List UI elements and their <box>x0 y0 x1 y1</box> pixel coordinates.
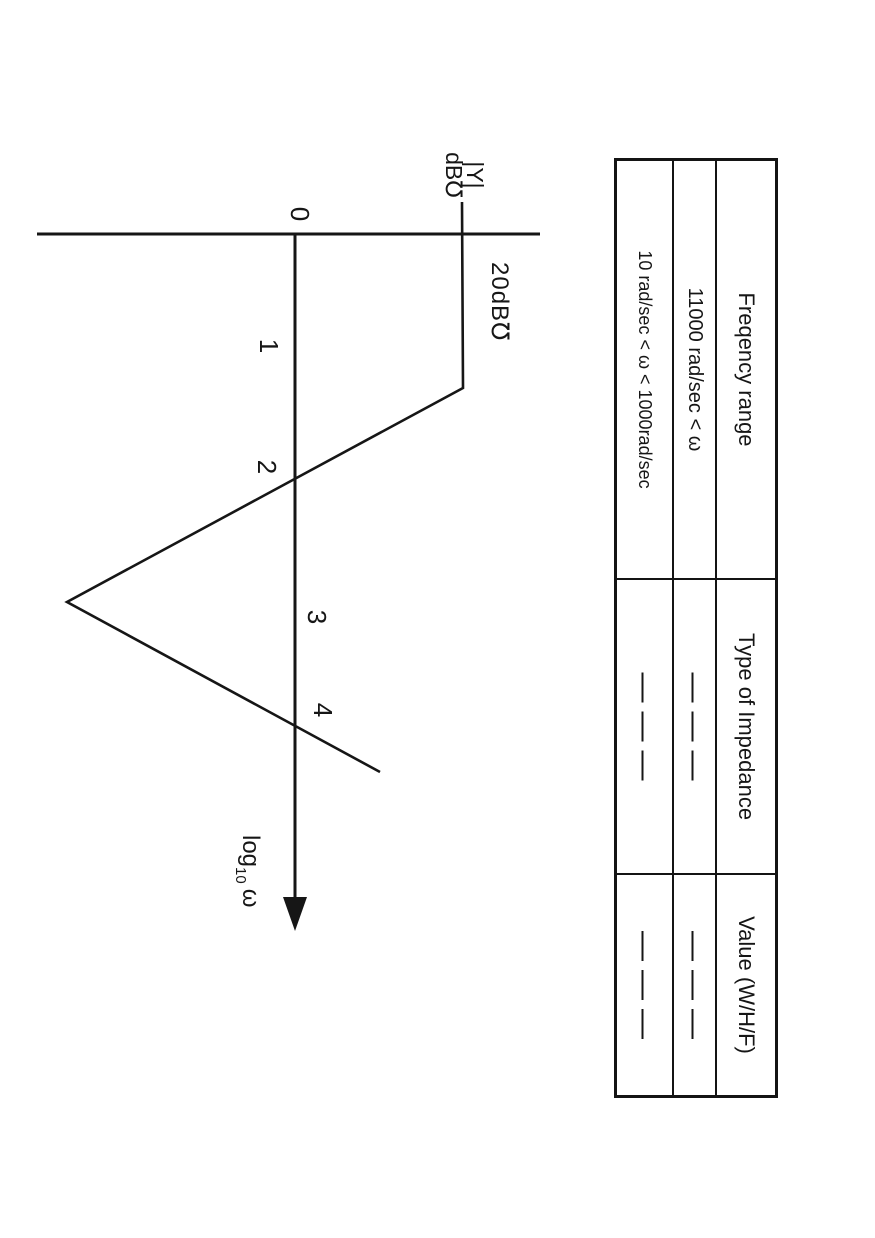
x-axis-label: log10 ω <box>232 835 264 907</box>
magnitude-curve <box>64 201 465 774</box>
x-tick-4: 4 <box>308 702 338 718</box>
y-axis-label-line1: |Y| <box>462 161 488 189</box>
header-value-units: Value (W/H/F) <box>717 873 775 1095</box>
header-type-of-impedance: Type of Impedance <box>717 578 775 873</box>
x-tick-3: 3 <box>302 609 332 625</box>
gain-level-label: 20dB℧ <box>486 262 513 342</box>
x-axis-arrowhead <box>283 897 307 931</box>
origin-tick-label: 0 <box>285 206 315 222</box>
row1-value-blank: ——— <box>674 873 717 1095</box>
y-axis-label: |Y| dB℧ <box>441 144 488 206</box>
answer-table: Freqency range Type of Impedance Value (… <box>614 158 778 1098</box>
row2-frequency-range: 10 rad/sec < ω < 1000rad/sec <box>617 161 674 578</box>
x-tick-2: 2 <box>252 459 282 475</box>
x-axis-label-omega: ω <box>237 888 264 908</box>
x-tick-1: 1 <box>254 338 284 354</box>
y-axis-label-line2: dB℧ <box>441 152 467 198</box>
row1-frequency-range: 11000 rad/sec < ω <box>674 161 717 578</box>
row2-value-blank: ——— <box>617 873 674 1095</box>
row2-impedance-blank: ——— <box>617 578 674 873</box>
x-axis-label-subscript: 10 <box>232 867 249 884</box>
x-axis-label-log: log <box>237 835 264 868</box>
row1-impedance-blank: ——— <box>674 578 717 873</box>
header-frequency-range: Freqency range <box>734 292 759 447</box>
